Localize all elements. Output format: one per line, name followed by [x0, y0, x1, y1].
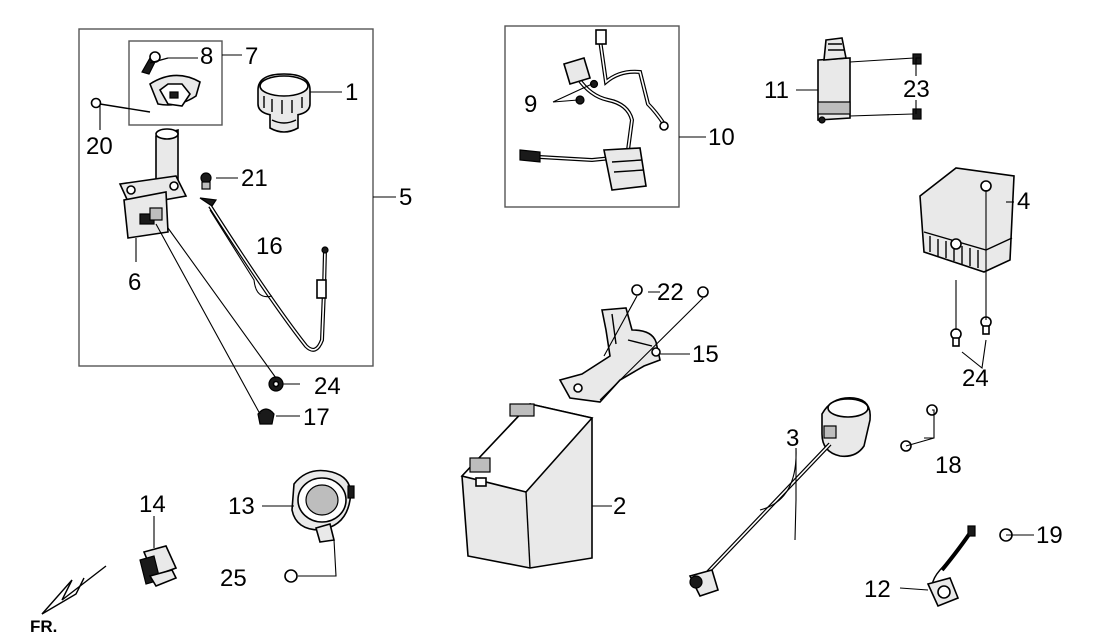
- label-part-11: 11: [764, 77, 789, 104]
- harness-group-frame: [504, 25, 680, 208]
- part-21-screw: [200, 172, 212, 190]
- part-7-lock-cover: [149, 74, 201, 107]
- label-part-4: 4: [1017, 188, 1030, 215]
- label-part-24-left: 24: [314, 373, 341, 400]
- part-25-nut: [284, 569, 298, 583]
- part-10-wire-harness: [519, 29, 669, 191]
- label-part-18: 18: [935, 452, 962, 479]
- label-part-20: 20: [86, 133, 113, 160]
- label-part-1: 1: [345, 79, 358, 106]
- leader-lines: [99, 54, 1034, 591]
- part-2-battery: [460, 403, 594, 569]
- label-part-16: 16: [256, 233, 283, 260]
- label-part-9: 9: [524, 91, 537, 118]
- part-15-battery-bracket: [558, 307, 661, 403]
- label-part-7: 7: [245, 43, 258, 70]
- label-part-5: 5: [399, 184, 412, 211]
- label-part-2: 2: [613, 493, 626, 520]
- label-part-19: 19: [1036, 522, 1063, 549]
- label-part-21: 21: [241, 165, 268, 192]
- label-part-17: 17: [303, 404, 330, 431]
- part-11-relay: [817, 37, 851, 124]
- label-part-25: 25: [220, 565, 247, 592]
- part-24-nut-left: [268, 376, 284, 392]
- front-direction-label: FR.: [30, 617, 57, 636]
- part-3-ignition-coil: [688, 397, 871, 597]
- part-1-filler-cap: [257, 73, 311, 133]
- part-13-horn: [291, 469, 355, 543]
- part-20-screw: [90, 97, 151, 113]
- label-part-12: 12: [864, 576, 891, 603]
- front-direction-arrow: [41, 565, 107, 615]
- part-16-cable: [199, 197, 329, 352]
- part-14-coupler: [139, 545, 178, 587]
- label-part-13: 13: [228, 493, 255, 520]
- label-part-24-right: 24: [962, 365, 989, 392]
- part-17-nut: [257, 408, 275, 425]
- part-24-bolts-right: [950, 316, 992, 347]
- label-part-23: 23: [903, 76, 930, 103]
- part-4-regulator: [919, 167, 1015, 273]
- label-part-14: 14: [139, 491, 166, 518]
- label-part-8: 8: [200, 43, 213, 70]
- part-12-sensor: [926, 525, 976, 608]
- part-22-screws: [631, 284, 709, 298]
- label-part-3: 3: [786, 425, 799, 452]
- part-number-labels: 1 2 3 4 5 6 7 8 9 10 11 12 13 14 15 16 1…: [30, 43, 1063, 636]
- part-6-ignition-switch: [118, 128, 188, 239]
- label-part-22: 22: [657, 279, 684, 306]
- part-8-key: [141, 51, 169, 75]
- part-18-screws: [900, 404, 938, 452]
- lock-subgroup-frame: [128, 40, 223, 126]
- label-part-15: 15: [692, 341, 719, 368]
- label-part-6: 6: [128, 269, 141, 296]
- label-part-10: 10: [708, 124, 735, 151]
- ignition-group-frame: [78, 28, 374, 367]
